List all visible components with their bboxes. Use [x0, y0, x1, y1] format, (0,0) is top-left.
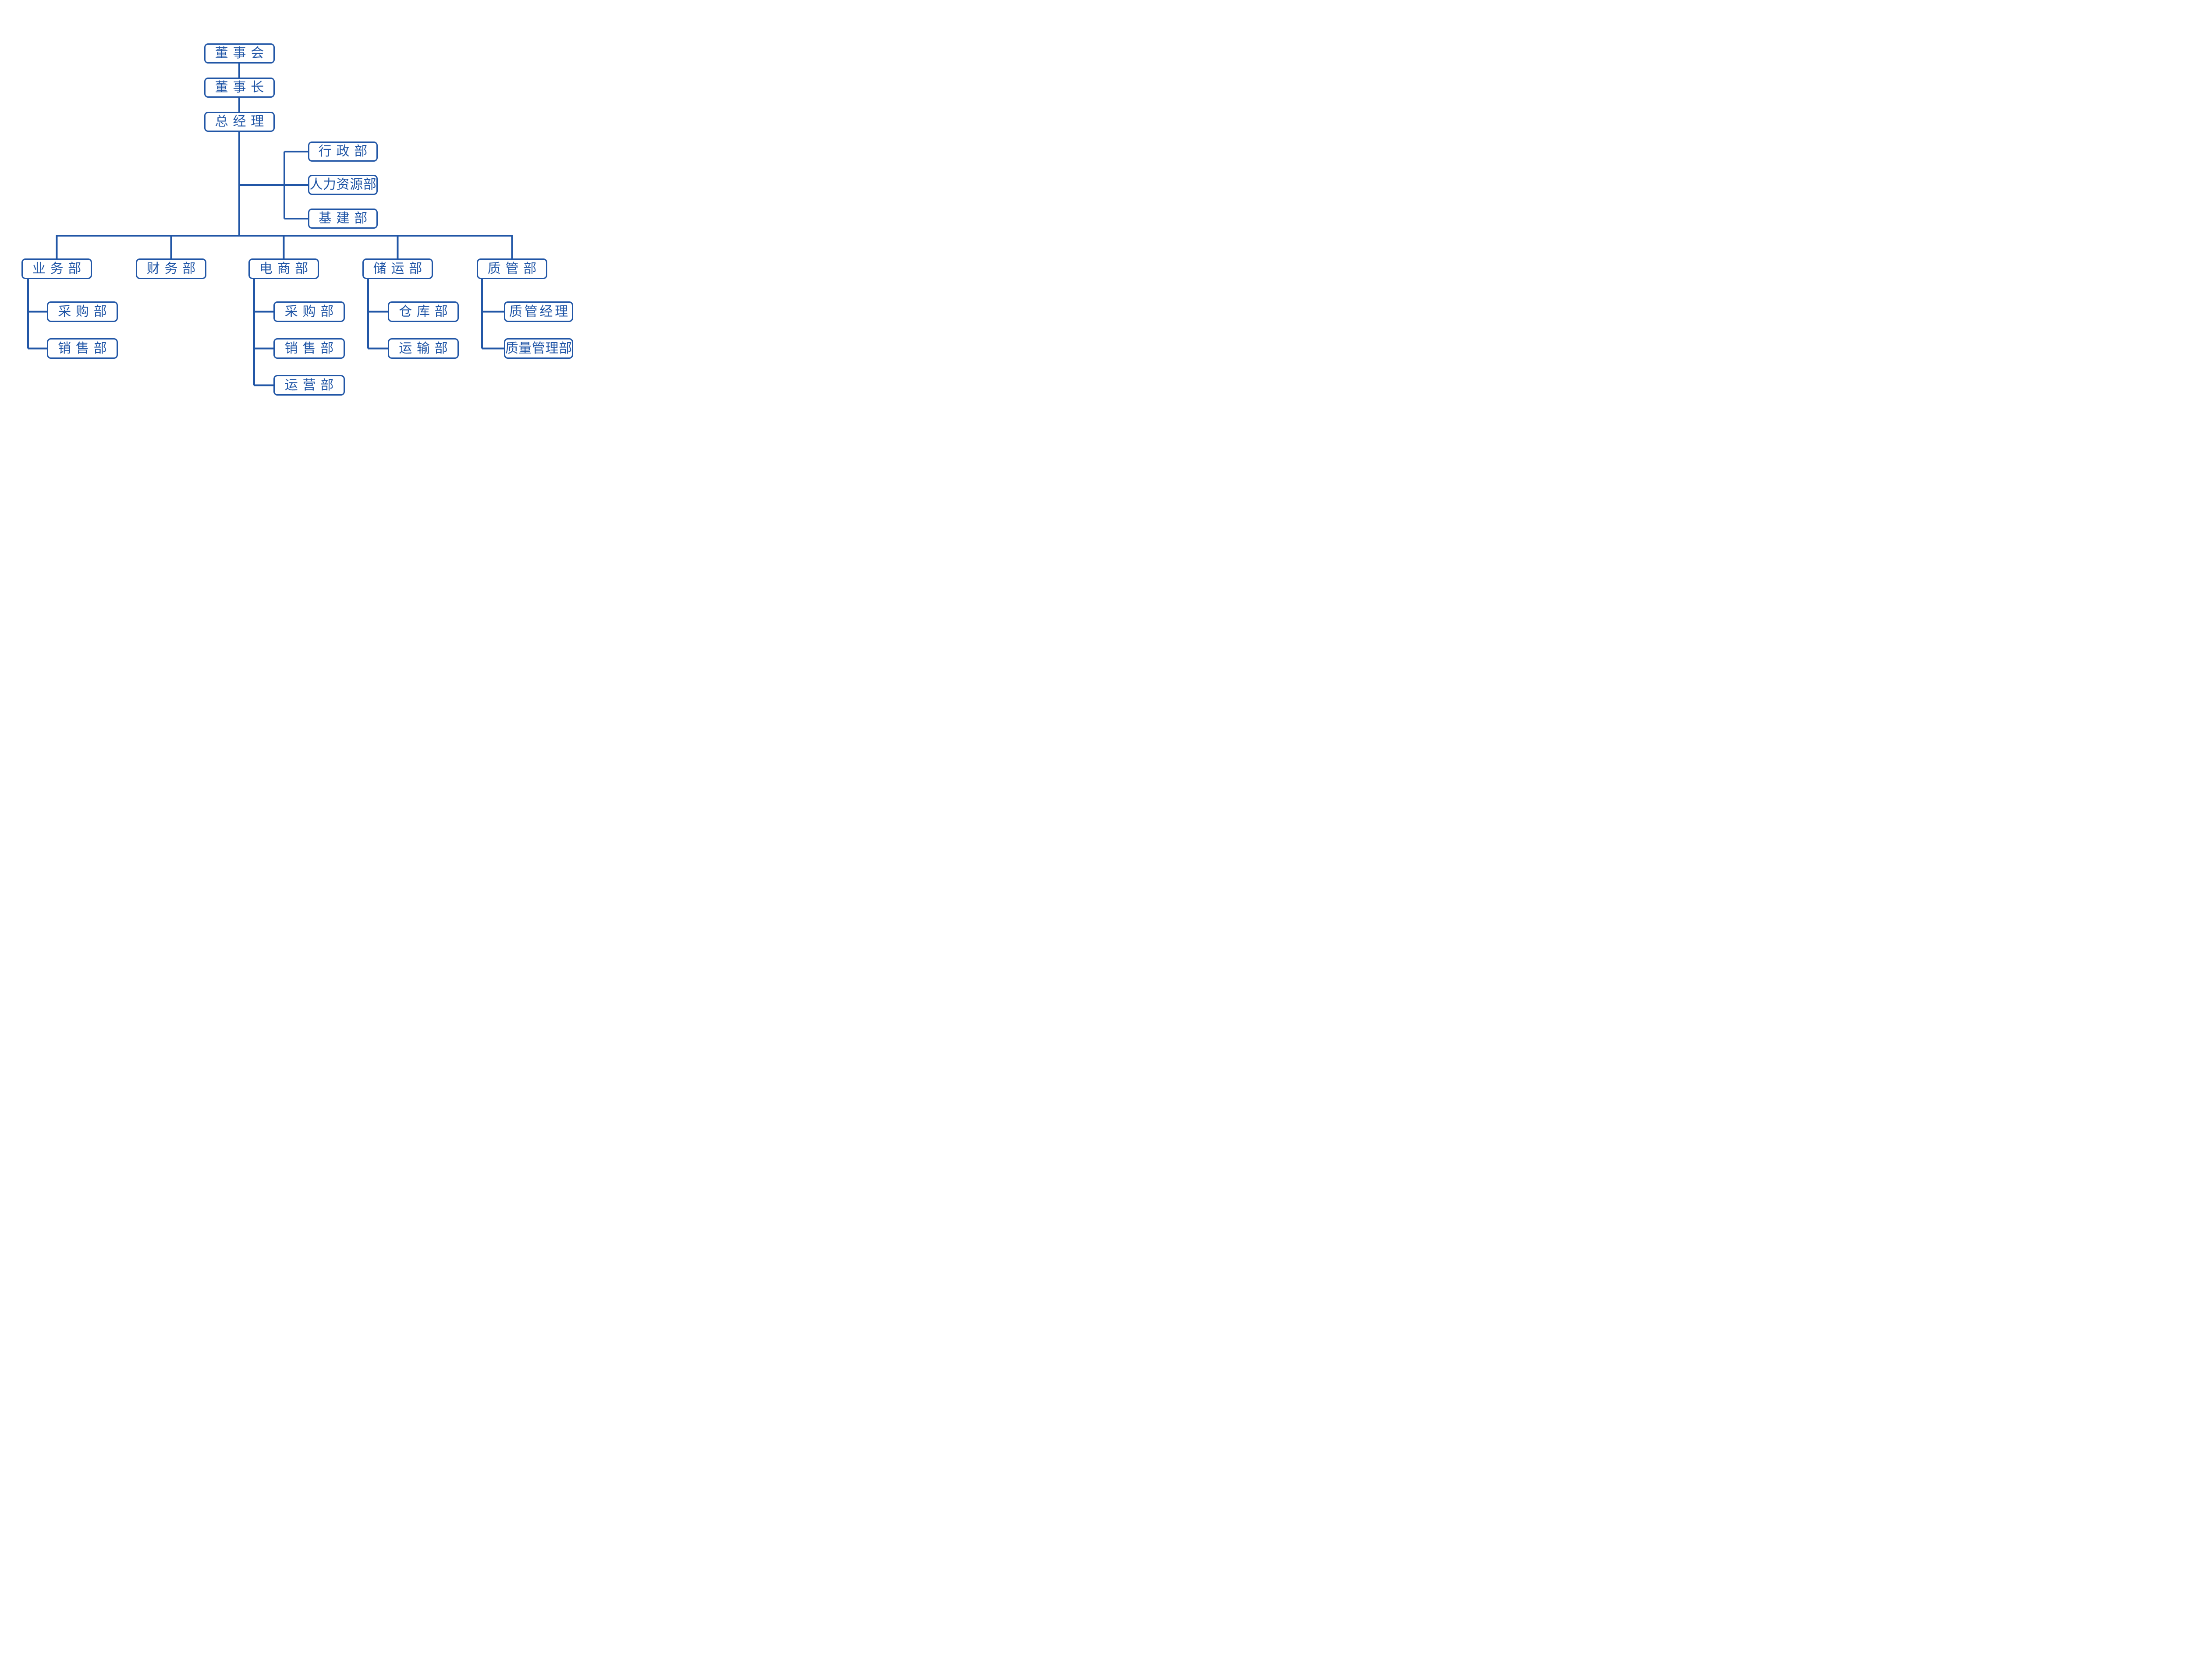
- node-quality-manager[interactable]: 质管经理: [504, 301, 573, 322]
- node-label: 销售部: [284, 341, 339, 356]
- org-chart-canvas: 董事会 董事长 总经理 行政部 人力资源部 基建部 业务部 财务部 电商部 储运…: [0, 0, 579, 420]
- node-label: 人力资源部: [309, 177, 377, 192]
- node-label: 业务部: [32, 261, 86, 276]
- node-label: 运营部: [284, 378, 339, 393]
- node-label: 电商部: [259, 261, 313, 276]
- node-ecommerce-dept[interactable]: 电商部: [248, 258, 319, 279]
- node-admin-dept[interactable]: 行政部: [308, 141, 378, 162]
- node-label: 采购部: [58, 304, 112, 319]
- node-label: 总经理: [215, 114, 269, 129]
- node-quality-management-dept[interactable]: 质量管理部: [504, 338, 573, 359]
- node-hr-dept[interactable]: 人力资源部: [308, 175, 378, 195]
- node-finance-dept[interactable]: 财务部: [136, 258, 206, 279]
- node-infrastructure-dept[interactable]: 基建部: [308, 209, 378, 229]
- node-sales-dept-business[interactable]: 销售部: [47, 338, 118, 359]
- node-storage-transport-dept[interactable]: 储运部: [362, 258, 433, 279]
- node-warehouse-dept[interactable]: 仓库部: [388, 301, 459, 322]
- node-label: 仓库部: [399, 304, 453, 319]
- node-label: 质量管理部: [505, 341, 572, 356]
- node-label: 财务部: [146, 261, 201, 276]
- node-label: 储运部: [373, 261, 427, 276]
- node-general-manager[interactable]: 总经理: [204, 112, 275, 132]
- node-label: 基建部: [318, 211, 372, 226]
- node-label: 运输部: [399, 341, 453, 356]
- node-label: 销售部: [58, 341, 112, 356]
- node-label: 质管部: [487, 261, 542, 276]
- node-label: 质管经理: [509, 304, 570, 319]
- node-business-dept[interactable]: 业务部: [21, 258, 92, 279]
- node-sales-dept-ecommerce[interactable]: 销售部: [273, 338, 345, 359]
- node-label: 行政部: [318, 144, 372, 159]
- node-chairman[interactable]: 董事长: [204, 78, 275, 98]
- node-purchasing-dept-business[interactable]: 采购部: [47, 301, 118, 322]
- node-board-of-directors[interactable]: 董事会: [204, 43, 275, 64]
- node-label: 董事长: [215, 80, 269, 95]
- node-operations-dept[interactable]: 运营部: [273, 375, 345, 396]
- node-purchasing-dept-ecommerce[interactable]: 采购部: [273, 301, 345, 322]
- node-label: 采购部: [284, 304, 339, 319]
- node-label: 董事会: [215, 46, 269, 60]
- node-quality-dept[interactable]: 质管部: [477, 258, 547, 279]
- node-transport-dept[interactable]: 运输部: [388, 338, 459, 359]
